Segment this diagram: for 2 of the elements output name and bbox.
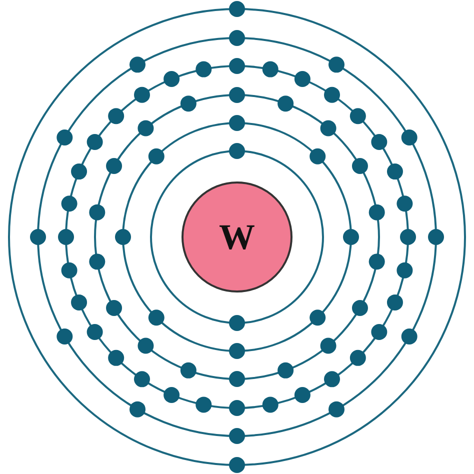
element-symbol: W [219, 216, 255, 258]
nucleus-circle [181, 181, 293, 293]
